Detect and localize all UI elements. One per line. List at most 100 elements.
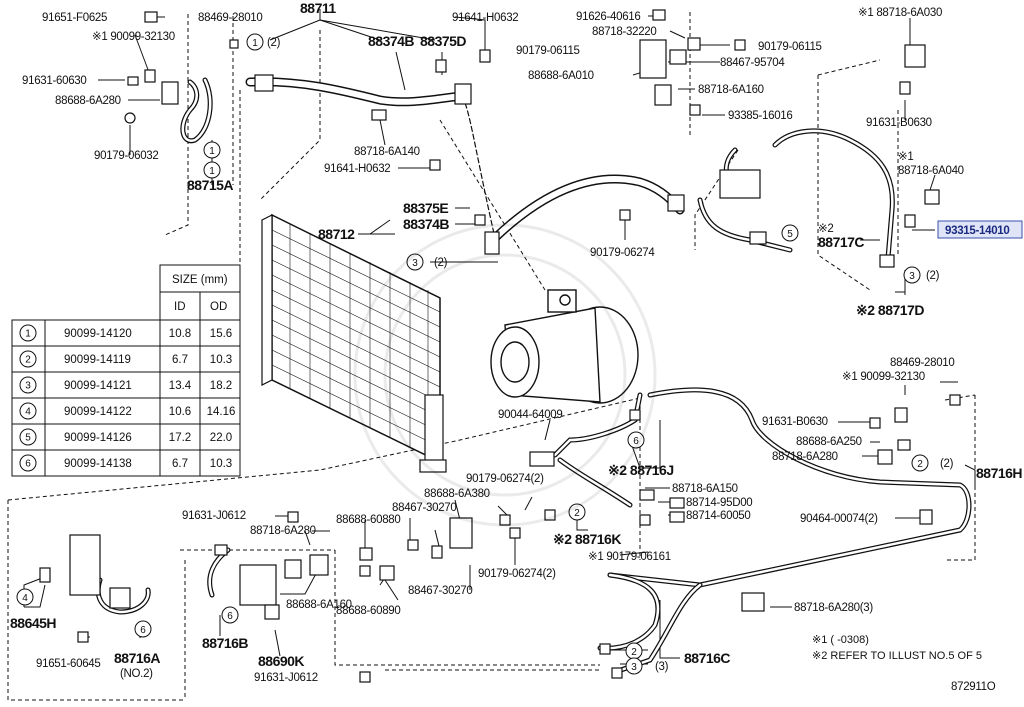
part-label[interactable]: 88688-60880: [336, 514, 401, 526]
part-label[interactable]: 88716H: [976, 465, 1023, 481]
svg-text:1: 1: [209, 166, 215, 177]
row-number-circle: [19, 376, 37, 394]
table-header-id: ID: [174, 301, 186, 313]
part-label[interactable]: 90179-06115: [516, 45, 580, 57]
part-label[interactable]: 88712: [318, 226, 356, 242]
part-label[interactable]: 88688-6A250: [796, 436, 862, 448]
part-label[interactable]: 91626-40616: [576, 11, 641, 23]
qty-label: (3): [655, 661, 669, 673]
part-label[interactable]: 91631-J0612: [254, 672, 318, 684]
part-label[interactable]: 88374B: [403, 216, 450, 232]
highlighted-part-label[interactable]: 93315-14010: [945, 225, 1010, 237]
part-label[interactable]: ※1 90179-06161: [588, 551, 671, 563]
part-label[interactable]: 90179-06274(2): [466, 473, 544, 485]
part-label[interactable]: 88716C: [684, 650, 731, 666]
part-label[interactable]: 88718-32220: [592, 26, 657, 38]
part-label[interactable]: 90179-06274: [590, 247, 656, 259]
part-label[interactable]: 88715A: [187, 177, 234, 193]
part-label[interactable]: 88467-95704: [720, 57, 786, 69]
part-label[interactable]: 90044-64009: [498, 409, 563, 421]
part-label[interactable]: 88688-6A280: [55, 95, 121, 107]
row-number: 4: [25, 407, 31, 418]
table-header-od: OD: [210, 301, 227, 313]
part-label[interactable]: 88375E: [403, 200, 449, 216]
part-label[interactable]: 88688-6A380: [424, 488, 490, 500]
part-label[interactable]: 88375D: [420, 33, 467, 49]
part-label[interactable]: 88716A: [114, 650, 161, 666]
svg-text:2: 2: [917, 459, 923, 470]
part-label[interactable]: ※2 88716K: [553, 531, 622, 547]
row-number-circle: [19, 402, 37, 420]
part-label[interactable]: 90179-06115: [758, 41, 822, 53]
part-label[interactable]: 88714-60050: [686, 510, 751, 522]
part-label[interactable]: 91631-J0612: [182, 510, 246, 522]
part-label[interactable]: 91631-B0630: [762, 416, 828, 428]
part-label[interactable]: ※1 88718-6A030: [858, 7, 942, 19]
row-number-circle: [19, 454, 37, 472]
part-label[interactable]: 90179-06032: [94, 150, 159, 162]
row-id: 17.2: [169, 432, 191, 444]
part-label[interactable]: 91631-60630: [22, 75, 87, 87]
part-label[interactable]: 88469-28010: [198, 12, 263, 24]
row-id: 10.6: [169, 406, 191, 418]
condenser: [261, 213, 447, 473]
svg-text:1: 1: [209, 146, 215, 157]
part-label[interactable]: ※1: [898, 151, 914, 163]
part-label[interactable]: ※2 88716J: [608, 462, 674, 478]
part-label[interactable]: 88690K: [258, 653, 305, 669]
part-label[interactable]: 88467-30270: [392, 502, 457, 514]
row-od: 14.16: [207, 406, 236, 418]
part-label[interactable]: 88469-28010: [890, 357, 955, 369]
part-label[interactable]: 88718-6A280: [250, 525, 316, 537]
part-label[interactable]: 88718-6A140: [354, 146, 420, 158]
svg-text:6: 6: [227, 611, 233, 622]
part-label[interactable]: 88717C: [818, 234, 865, 250]
part-label[interactable]: 88718-6A160: [698, 84, 764, 96]
qty-label: (2): [434, 257, 448, 269]
part-label[interactable]: 93385-16016: [728, 110, 793, 122]
part-label[interactable]: 88718-6A150: [672, 483, 738, 495]
part-label[interactable]: 88711: [300, 0, 337, 16]
part-label[interactable]: ※1 90099-32130: [842, 371, 925, 383]
figure-id: 872911O: [951, 681, 996, 693]
svg-text:6: 6: [140, 625, 146, 636]
row-part-number: 90099-14121: [64, 380, 132, 392]
part-label[interactable]: 88718-6A040: [898, 165, 964, 177]
part-label[interactable]: 91631-B0630: [866, 117, 932, 129]
part-label[interactable]: 88688-60890: [336, 605, 401, 617]
row-id: 6.7: [172, 354, 188, 366]
svg-text:3: 3: [909, 271, 915, 282]
svg-text:6: 6: [633, 436, 639, 447]
part-label[interactable]: 90464-00074(2): [800, 513, 878, 525]
part-label[interactable]: 88374B: [368, 33, 415, 49]
svg-text:5: 5: [787, 229, 793, 240]
part-label[interactable]: 91641-H0632: [324, 163, 391, 175]
part-label[interactable]: 91641-H0632: [452, 12, 519, 24]
part-label[interactable]: 88718-6A280: [772, 451, 838, 463]
row-number-circle: [19, 324, 37, 342]
part-label[interactable]: 88467-30270: [408, 585, 473, 597]
part-label[interactable]: 88718-6A280(3): [794, 602, 874, 614]
part-label[interactable]: 88645H: [10, 615, 57, 631]
row-id: 6.7: [172, 458, 188, 470]
part-label[interactable]: 91651-F0625: [42, 12, 107, 24]
part-label[interactable]: 88688-6A010: [528, 70, 594, 82]
part-label[interactable]: 90179-06274(2): [478, 568, 556, 580]
part-label[interactable]: ※2: [818, 223, 834, 235]
part-label[interactable]: 91651-60645: [36, 658, 101, 670]
part-label[interactable]: ※1 90099-32130: [92, 31, 175, 43]
part-label[interactable]: 88714-95D00: [686, 497, 753, 509]
part-label[interactable]: ※2 88717D: [856, 302, 925, 318]
part-labels: 91651-F0625 ※1 90099-32130 91631-60630 8…: [10, 0, 1023, 684]
qty-label: (2): [926, 270, 940, 282]
part-label[interactable]: 88716B: [202, 635, 249, 651]
part-label[interactable]: 88688-6A160: [286, 599, 352, 611]
